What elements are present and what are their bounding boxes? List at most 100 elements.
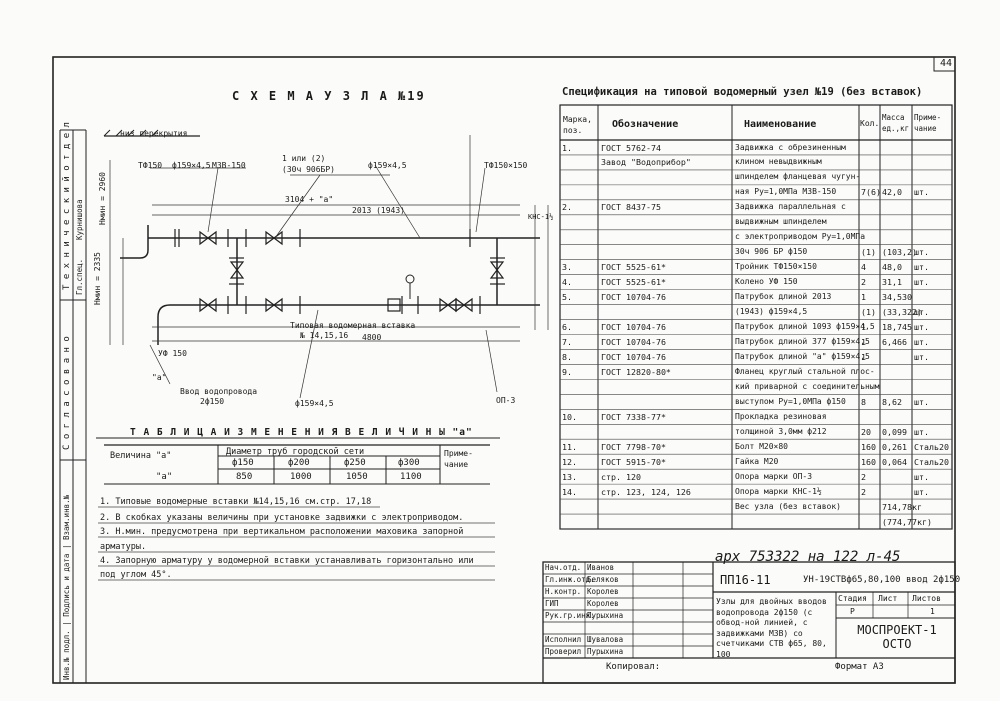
organization: МОСПРОЕКТ-1 ОСТО bbox=[857, 623, 937, 651]
spec-cell: Тройник ТФ150×150 bbox=[735, 262, 817, 272]
spec-cell: 20 bbox=[861, 426, 871, 437]
spec-cell: 7(6) bbox=[861, 187, 881, 198]
spec-cell: шт. bbox=[914, 307, 929, 318]
spec-cell: Патрубок длиной 1093 ф159×4,5 bbox=[735, 322, 875, 332]
spec-cell: 7. bbox=[562, 337, 572, 347]
archive-number: арх 753322 на 122 л-45 bbox=[715, 549, 901, 565]
a-mark: "а" bbox=[152, 373, 167, 382]
spec-header-note: Приме-чание bbox=[914, 113, 942, 133]
changes-val-300: 1100 bbox=[400, 472, 422, 482]
changes-val-250: 1050 bbox=[346, 472, 368, 482]
spec-cell: 30ч 906 БР ф150 bbox=[735, 247, 808, 257]
tee-left-label: ТФ150 bbox=[138, 161, 163, 170]
changes-diam-150: ф150 bbox=[232, 458, 254, 468]
signer-role: ГИП bbox=[545, 599, 559, 608]
side-kurnishova: Курнишова bbox=[75, 199, 84, 240]
spec-cell: 2 bbox=[861, 486, 866, 497]
signer-role: Нач.отд. bbox=[545, 563, 582, 572]
spec-cell: ная Ру=1,0МПа М3В-150 bbox=[735, 187, 837, 197]
spec-cell: Патрубок длиной 377 ф159×4,5 bbox=[735, 337, 870, 346]
changes-col-diam: Диаметр труб городской сети bbox=[226, 447, 365, 457]
sheets-header: Листов bbox=[912, 594, 941, 603]
spec-cell: Сталь20 bbox=[914, 441, 949, 452]
spec-cell: Патрубок длиной 2013 bbox=[735, 292, 832, 302]
spec-cell: ГОСТ 5525-61* bbox=[601, 277, 666, 288]
hmin-label: Нмин = 2335 bbox=[93, 252, 102, 305]
side-stamp: Инв.№ подл. | Подпись и дата | Взам.инв.… bbox=[62, 494, 71, 680]
spec-cell: 10. bbox=[562, 411, 577, 422]
note-4: 4. Запорную арматуру у водомерной вставк… bbox=[100, 556, 474, 566]
spec-cell: ГОСТ 8437-75 bbox=[601, 202, 661, 213]
spec-cell: 8 bbox=[861, 396, 866, 407]
spec-cell: 0,099 bbox=[882, 426, 907, 437]
signer-name: Иванов bbox=[587, 563, 615, 572]
spec-cell: ГОСТ 10704-76 bbox=[601, 351, 666, 362]
spec-cell: ГОСТ 7338-77* bbox=[601, 411, 666, 422]
spec-cell: (33,322) bbox=[882, 307, 922, 318]
spec-cell: ГОСТ 5915-70* bbox=[601, 456, 666, 467]
signer-role: Гл.инж.отд. bbox=[545, 575, 595, 584]
spec-cell: 0,261 bbox=[882, 441, 907, 452]
spec-cell: Болт М20×80 bbox=[735, 441, 788, 451]
insert-numbers: № 14,15,16 bbox=[300, 331, 349, 340]
signer-name: Королев bbox=[587, 587, 619, 596]
pipe-label-a: ф159×4,5 bbox=[172, 161, 211, 170]
support-kns-label: КНС-1½ bbox=[528, 213, 554, 221]
spec-cell: 14. bbox=[562, 486, 577, 497]
spec-cell: 48,0 bbox=[882, 262, 902, 273]
changes-val-150: 850 bbox=[236, 472, 253, 482]
spec-header-mark: Марка, поз. bbox=[563, 115, 592, 135]
stage-header: Стадия bbox=[838, 594, 867, 603]
note-3: 3. Н.мин. предусмотрена при вертикальном… bbox=[100, 527, 464, 537]
spec-cell: выступом Ру=1,0МПа ф150 bbox=[735, 396, 846, 406]
spec-cell: Фланец круглый стальной плос- bbox=[735, 366, 875, 376]
side-agreed: С о г л а с о в а н о bbox=[62, 336, 72, 450]
note-2: 2. В скобках указаны величины при устано… bbox=[100, 513, 464, 523]
spec-cell: 4. bbox=[562, 277, 572, 288]
spec-cell: 12. bbox=[562, 456, 577, 467]
spec-cell: 9. bbox=[562, 366, 572, 377]
spec-header-qty: Кол. bbox=[860, 119, 880, 128]
pipe-label-b: ф159×4,5 bbox=[368, 161, 407, 170]
signer-role: Н.контр. bbox=[545, 587, 582, 596]
spec-cell: Прокладка резиновая bbox=[735, 411, 827, 421]
spec-cell: шт. bbox=[914, 426, 929, 437]
spec-cell: 0,064 bbox=[882, 456, 907, 467]
spec-cell: шт. bbox=[914, 396, 929, 407]
spec-cell: 2. bbox=[562, 202, 572, 213]
spec-cell: 1 bbox=[861, 337, 866, 347]
spec-cell: 2 bbox=[861, 471, 866, 482]
valve-alt-type: (30ч 906БР) bbox=[282, 165, 335, 174]
spec-cell: шт. bbox=[914, 486, 929, 497]
changes-title: Т А Б Л И Ц А И З М Е Н Е Н И Я В Е Л И … bbox=[130, 427, 473, 438]
spec-cell: Задвижка параллельная с bbox=[735, 202, 846, 212]
side-department: Т е х н и ч е с к и й о т д е л bbox=[62, 122, 72, 290]
entry-label: Ввод водопровода bbox=[180, 387, 258, 396]
floor-label: низ перекрытия bbox=[120, 129, 188, 138]
spec-cell: Колено УФ 150 bbox=[735, 277, 798, 287]
project-title: Узлы для двойных вводов водопровода 2ф15… bbox=[716, 597, 827, 659]
spec-header-designation: Обозначение bbox=[612, 119, 679, 130]
spec-cell: Сталь20 bbox=[914, 456, 949, 467]
spec-cell: 1 bbox=[861, 292, 866, 303]
spec-cell: 1. bbox=[562, 142, 572, 153]
spec-cell: шт. bbox=[914, 337, 929, 347]
signer-role: Проверил bbox=[545, 647, 582, 656]
dim-4800: 4800 bbox=[362, 333, 382, 342]
spec-cell: клином невыдвижным bbox=[735, 157, 822, 167]
changes-diam-300: ф300 bbox=[398, 458, 420, 468]
changes-col-note: Приме-чание bbox=[444, 449, 473, 469]
spec-cell: 3. bbox=[562, 262, 572, 273]
spec-cell: (103,2) bbox=[882, 247, 917, 258]
changes-val-200: 1000 bbox=[290, 472, 312, 482]
page-number: 44 bbox=[940, 58, 953, 69]
spec-cell: ГОСТ 12820-80* bbox=[601, 366, 671, 377]
tee-right-label: ТФ150×150 bbox=[484, 161, 528, 170]
signer-role: Рук.гр.инж. bbox=[545, 611, 595, 620]
spec-cell: 160 bbox=[861, 456, 876, 467]
dim-2013: 2013 (1943) bbox=[352, 206, 405, 215]
spec-cell: 4 bbox=[861, 262, 866, 273]
pipe-label-c: ф159×4,5 bbox=[295, 399, 334, 408]
spec-cell: 714,78кг bbox=[882, 501, 922, 512]
